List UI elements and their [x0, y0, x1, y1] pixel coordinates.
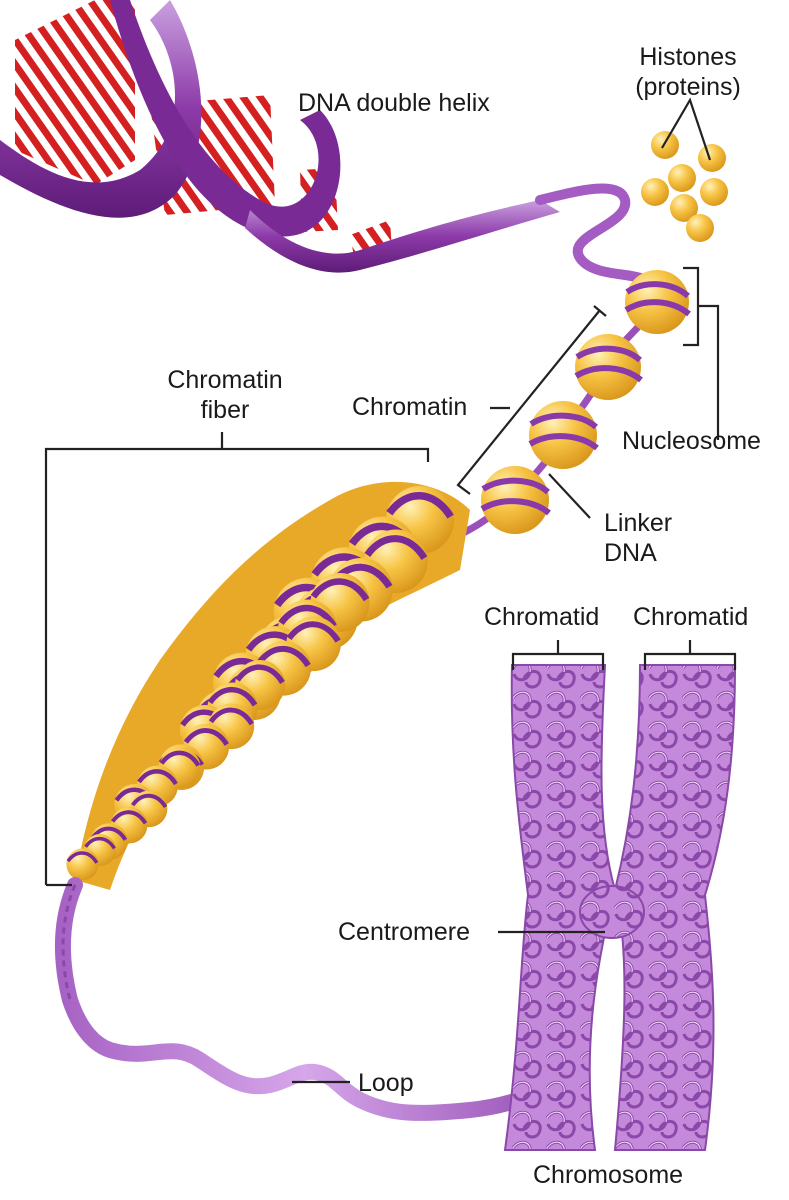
label-nucleosome: Nucleosome — [622, 427, 761, 455]
dna-base-pairs-left — [15, 0, 135, 185]
label-loop: Loop — [358, 1069, 414, 1097]
fiber-bead-dna-wrap — [310, 578, 370, 602]
nucleosome-bead-3 — [528, 401, 599, 469]
fiber-bead-dna-wrap — [159, 750, 201, 767]
dna-double-helix — [0, 0, 655, 290]
leader-lines — [44, 97, 737, 1084]
label-chromatin-fiber-line2: fiber — [200, 396, 250, 424]
fiber-bead-dna-wrap — [364, 535, 428, 561]
dna-strand-3 — [245, 200, 560, 273]
fiber-bead-dna-wrap — [84, 836, 116, 850]
label-linker-dna: Linker DNA — [604, 508, 672, 568]
dna-strand-1 — [0, 0, 202, 218]
label-chromosome: Chromosome — [533, 1161, 684, 1189]
fiber-bead-dna-wrap — [183, 728, 229, 746]
centromere-shape — [579, 885, 645, 939]
label-dna-double-helix: DNA double helix — [298, 89, 490, 117]
histone-cluster — [641, 131, 728, 242]
label-centromere: Centromere — [338, 918, 470, 946]
fiber-bead-dna-wrap — [386, 492, 454, 519]
chromatin-fiber — [66, 481, 470, 890]
label-linker-dna-line2: DNA — [604, 539, 657, 567]
fiber-bead-dna-wrap — [207, 687, 258, 707]
label-linker-dna-line1: Linker — [604, 509, 673, 537]
fiber-bead-dna-wrap — [235, 664, 285, 685]
nucleosome-bead-2 — [574, 334, 643, 400]
chromatin-loop — [55, 877, 553, 1121]
label-chromatid-right: Chromatid — [633, 603, 749, 631]
label-chromatin-fiber: Chromatin fiber — [150, 365, 300, 425]
dna-strand-tail — [535, 183, 655, 290]
fiber-bead-dna-wrap — [110, 810, 148, 825]
dna-strand-2 — [110, 0, 341, 237]
fiber-bead-dna-wrap — [131, 793, 168, 809]
fiber-bead-dna-wrap — [66, 851, 99, 864]
chromatid-left-shape — [503, 664, 617, 1151]
nucleosome-beads — [480, 270, 691, 534]
chromosome — [503, 664, 737, 1151]
chromatid-right-shape — [613, 664, 737, 1151]
label-histones-line1: Histones — [639, 43, 737, 71]
fiber-bead-dna-wrap — [256, 645, 311, 668]
label-chromatid-left: Chromatid — [484, 603, 600, 631]
nucleosome-bead-4 — [480, 466, 551, 534]
label-histones-line2: (proteins) — [635, 73, 741, 101]
fiber-beads — [66, 486, 454, 881]
label-chromatin: Chromatin — [352, 393, 468, 421]
label-histones: Histones (proteins) — [618, 42, 758, 102]
fiber-bead-dna-wrap — [208, 707, 254, 726]
fiber-bead-dna-wrap — [137, 769, 178, 786]
fiber-bead-dna-wrap — [278, 604, 337, 628]
fiber-bead-dna-wrap — [286, 621, 341, 643]
nucleosome-bead-1 — [624, 270, 691, 334]
label-chromatin-fiber-line1: Chromatin — [167, 366, 283, 394]
